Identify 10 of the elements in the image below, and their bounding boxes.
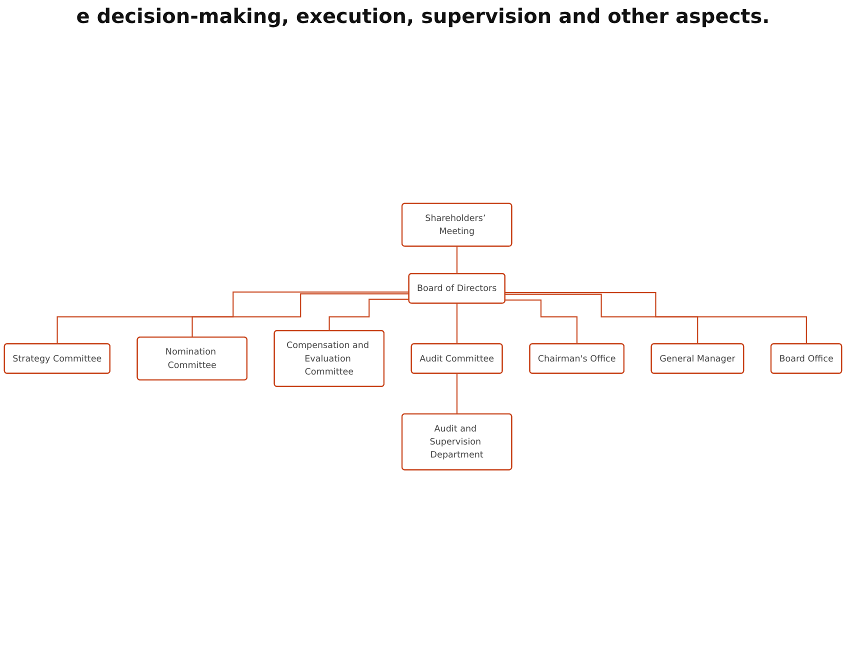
connector (456, 246, 458, 275)
connector (505, 300, 578, 345)
connector (456, 373, 458, 416)
connector (505, 294, 698, 345)
connector (328, 299, 410, 332)
connector (456, 303, 458, 345)
connector (56, 292, 410, 345)
connector (505, 292, 808, 345)
connector (192, 294, 410, 338)
title: e decision-making, execution, supervision and other aspects. (75, 3, 771, 30)
